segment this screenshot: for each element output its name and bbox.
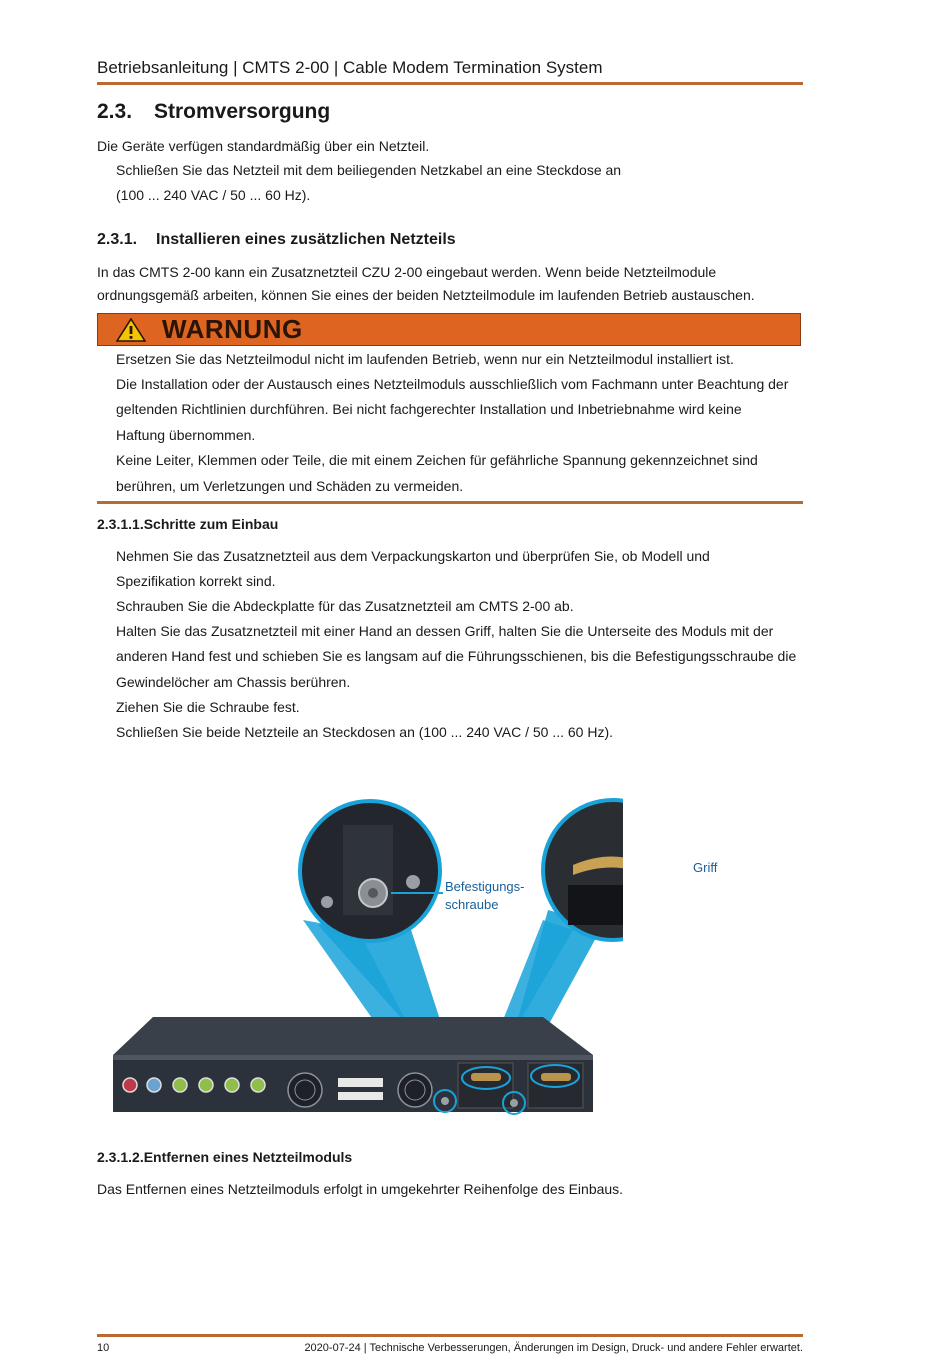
- step-line: Gewindelöcher am Chassis berühren.: [116, 674, 351, 690]
- step-line: (100 ... 240 VAC / 50 ... 60 Hz).: [116, 187, 311, 203]
- step-line: Nehmen Sie das Zusatznetzteil aus dem Ve…: [116, 548, 710, 564]
- section-number: 2.3.: [97, 100, 133, 123]
- section-heading-2-3: 2.3. Stromversorgung: [97, 100, 330, 124]
- page-number: 10: [97, 1342, 110, 1354]
- label-screw-line1: Befestigungs-: [445, 879, 525, 894]
- section-title: Schritte zum Einbau: [143, 516, 279, 532]
- section-heading-2-3-1-1: 2.3.1.1.Schritte zum Einbau: [97, 516, 278, 532]
- section-title: Stromversorgung: [154, 100, 331, 123]
- warning-line: Die Installation oder der Austausch eine…: [116, 376, 789, 392]
- step-line: Spezifikation korrekt sind.: [116, 573, 276, 589]
- section-number: 2.3.1.: [97, 231, 138, 248]
- label-screw-line2: schraube: [445, 897, 498, 912]
- paragraph-line: Das Entfernen eines Netzteilmoduls erfol…: [97, 1181, 624, 1197]
- step-line: Halten Sie das Zusatznetzteil mit einer …: [116, 623, 774, 639]
- paragraph-line: ordnungsgemäß arbeiten, können Sie eines…: [97, 287, 755, 303]
- step-line: Schließen Sie beide Netzteile an Steckdo…: [116, 724, 614, 740]
- power-supply-figure: Befestigungs- schraube: [113, 798, 623, 1115]
- section-title: Installieren eines zusätzlichen Netzteil…: [156, 231, 456, 248]
- warning-line: Haftung übernommen.: [116, 427, 256, 443]
- warning-line: geltenden Richtlinien durchführen. Bei n…: [116, 401, 742, 417]
- warning-line: Keine Leiter, Klemmen oder Teile, die mi…: [116, 452, 758, 468]
- paragraph-line: In das CMTS 2-00 kann ein Zusatznetzteil…: [97, 264, 717, 280]
- section-title: Entfernen eines Netzteilmoduls: [143, 1149, 353, 1165]
- section-heading-2-3-1-2: 2.3.1.2.Entfernen eines Netzteilmoduls: [97, 1149, 352, 1165]
- warning-line: berühren, um Verletzungen und Schäden zu…: [116, 478, 464, 494]
- warning-label: WARNUNG: [162, 314, 303, 344]
- running-header: Betriebsanleitung | CMTS 2-00 | Cable Mo…: [97, 57, 803, 85]
- step-line: Ziehen Sie die Schraube fest.: [116, 699, 300, 715]
- warning-end-rule: [97, 501, 803, 504]
- cmts-chassis-illustration: [113, 1017, 593, 1115]
- section-number: 2.3.1.2.: [97, 1149, 144, 1165]
- footer-note: 2020-07-24 | Technische Verbesserungen, …: [304, 1342, 803, 1354]
- section-heading-2-3-1: 2.3.1. Installieren eines zusätzlichen Ne…: [97, 231, 456, 249]
- footer-rule: [97, 1334, 803, 1337]
- zoom-circle-screw: [298, 799, 443, 943]
- warning-banner: WARNUNG: [97, 313, 801, 346]
- step-line: Schließen Sie das Netzteil mit dem beili…: [116, 162, 622, 178]
- warning-line: Ersetzen Sie das Netzteilmodul nicht im …: [116, 351, 734, 367]
- label-handle: Griff: [693, 860, 718, 875]
- warning-triangle-icon: [116, 317, 146, 342]
- step-line: Schrauben Sie die Abdeckplatte für das Z…: [116, 598, 574, 614]
- zoom-circle-handle: [541, 798, 623, 942]
- intro-paragraph: Die Geräte verfügen standardmäßig über e…: [97, 138, 430, 154]
- section-number: 2.3.1.1.: [97, 516, 144, 532]
- step-line: anderen Hand fest und schieben Sie es la…: [116, 648, 797, 664]
